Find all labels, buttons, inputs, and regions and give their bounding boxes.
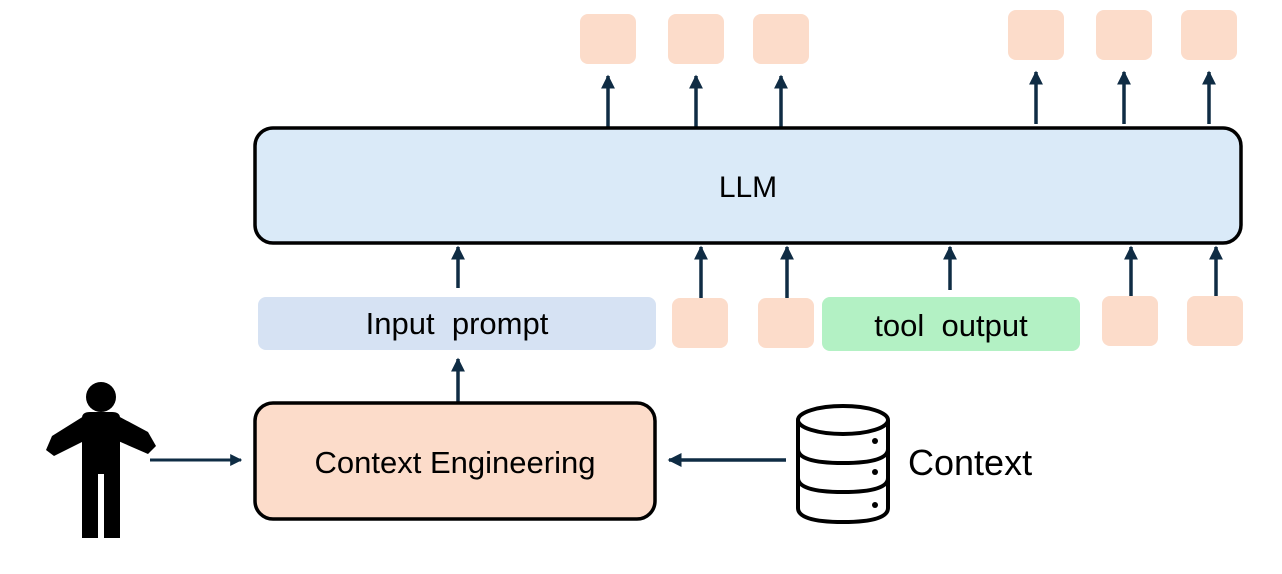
- output-token: [1008, 10, 1064, 60]
- tool-output-label: tool output: [874, 308, 1028, 343]
- context-engineering-label: Context Engineering: [315, 445, 596, 480]
- database-icon: [796, 404, 890, 525]
- input-prompt-box: [258, 297, 656, 350]
- output-token: [580, 14, 636, 64]
- output-tokens: [580, 10, 1237, 64]
- output-token: [1181, 10, 1237, 60]
- output-arrows: [601, 70, 1216, 128]
- input-arrows: [451, 245, 1223, 298]
- input-token: [672, 298, 728, 348]
- input-token: [758, 298, 814, 348]
- person-icon: [46, 382, 156, 538]
- input-token: [1187, 296, 1243, 346]
- output-token: [1096, 10, 1152, 60]
- llm-box: [253, 126, 1243, 245]
- output-token: [753, 14, 809, 64]
- input-token: [1102, 296, 1158, 346]
- context-engineering-box: [253, 401, 657, 521]
- llm-label: LLM: [719, 171, 777, 204]
- input-prompt-label: Input prompt: [366, 306, 549, 341]
- tool-output-box: [822, 297, 1080, 351]
- context-label: Context: [908, 442, 1032, 483]
- output-token: [668, 14, 724, 64]
